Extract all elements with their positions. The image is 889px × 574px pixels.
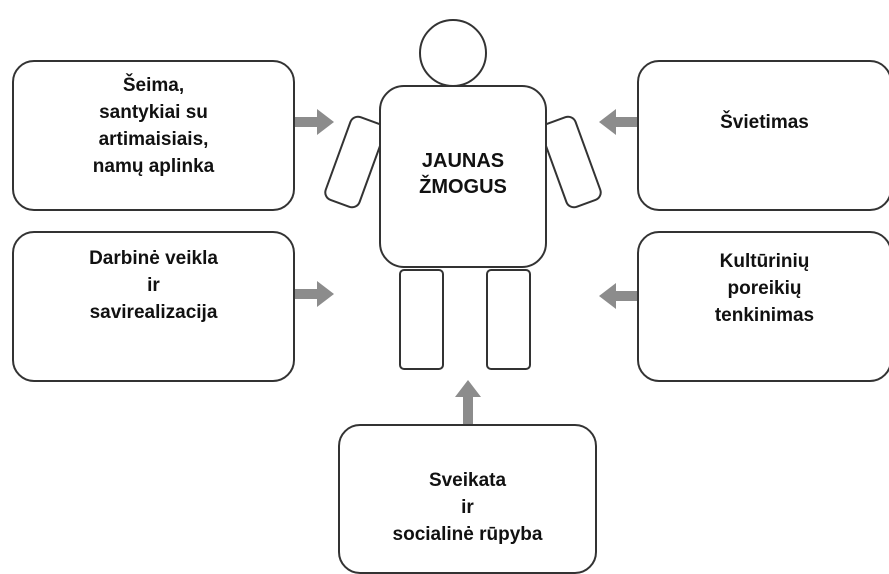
family-line-3: artimaisiais, <box>98 129 209 150</box>
culture-box: Kultūrinių poreikių tenkinimas <box>637 231 889 382</box>
work-line-2: ir <box>147 275 160 296</box>
person-label-line1: JAUNAS <box>421 150 505 172</box>
education-line-1: Švietimas <box>720 112 809 133</box>
double-arrow-icon <box>599 109 668 135</box>
health-box: Sveikata ir socialinė rūpyba <box>338 424 597 574</box>
family-line-1: Šeima, <box>122 75 185 96</box>
health-line-1: Sveikata <box>428 470 507 491</box>
family-box: Šeima, santykiai su artimaisiais, namų a… <box>12 60 295 211</box>
culture-line-1: Kultūrinių <box>719 251 810 272</box>
person-head <box>419 19 487 87</box>
health-line-3: socialinė rūpyba <box>392 524 543 545</box>
health-line-2: ir <box>461 497 474 518</box>
family-line-4: namų aplinka <box>92 156 215 177</box>
work-line-1: Darbinė veikla <box>89 248 218 269</box>
person-label: JAUNAS ŽMOGUS <box>403 148 523 200</box>
double-arrow-icon <box>455 380 481 454</box>
education-box: Švietimas <box>637 60 889 211</box>
person-right-leg <box>486 269 531 370</box>
culture-line-3: tenkinimas <box>714 305 815 326</box>
person-label-line2: ŽMOGUS <box>419 176 507 198</box>
person-left-arm <box>324 115 386 209</box>
work-line-3: savirealizacija <box>89 302 218 323</box>
person-torso <box>379 85 547 268</box>
culture-line-2: poreikių <box>727 278 802 299</box>
double-arrow-icon <box>599 283 668 309</box>
family-line-2: santykiai su <box>99 102 208 123</box>
person-left-leg <box>399 269 444 370</box>
person-right-arm <box>540 115 602 209</box>
work-box: Darbinė veikla ir savirealizacija <box>12 231 295 382</box>
